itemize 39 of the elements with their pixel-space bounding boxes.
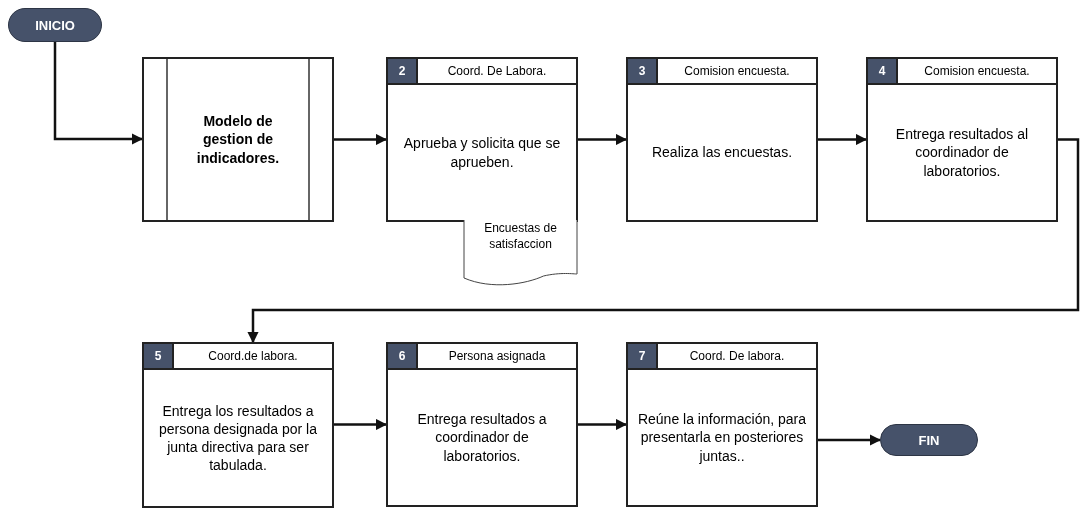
role-header: Persona asignada: [418, 344, 576, 370]
arrow: [334, 133, 388, 146]
step-description: Aprueba y solicita que se aprueben.: [402, 134, 562, 171]
document-shape: [463, 220, 578, 286]
step-description: Reúne la información, para presentarla en posteriores juntas..: [636, 410, 808, 465]
terminal-label: FIN: [918, 432, 940, 448]
terminal-label: INICIO: [35, 17, 75, 33]
subprocess-box: [142, 57, 334, 222]
process-box: [386, 342, 578, 507]
process-box: [626, 342, 818, 507]
process-box: [142, 342, 334, 508]
step-number: 6: [388, 344, 418, 370]
arrow: [578, 133, 628, 146]
arrow: [818, 133, 868, 146]
arrow: [334, 418, 388, 431]
step-number: 2: [388, 59, 418, 85]
start-terminal: [8, 8, 102, 42]
arrow: [578, 418, 628, 431]
step-number: 7: [628, 344, 658, 370]
step-number: 3: [628, 59, 658, 85]
end-terminal: [880, 424, 978, 456]
arrow: [818, 434, 882, 446]
step-description: Entrega los resultados a persona designada por la junta directiva para ser tabulada.: [158, 401, 318, 475]
document-label: Encuestas de satisfaccion: [483, 220, 558, 253]
step-description: Realiza las encuestas.: [651, 143, 793, 162]
subprocess-label: Modelo de gestion de indicadores.: [195, 112, 281, 167]
arrow: [53, 42, 144, 145]
role-header: Comision encuesta.: [658, 59, 816, 85]
role-header: Coord. De Labora.: [418, 59, 576, 85]
process-box: [866, 57, 1058, 222]
step-number: 5: [144, 344, 174, 370]
step-number: 4: [868, 59, 898, 85]
step-description: Entrega resultados a coordinador de laboratorios.: [416, 410, 548, 465]
role-header: Coord.de labora.: [174, 344, 332, 370]
process-box: [626, 57, 818, 222]
step-description: Entrega resultados al coordinador de laboratorios.: [894, 125, 1030, 180]
role-header: Coord. De labora.: [658, 344, 816, 370]
role-header: Comision encuesta.: [898, 59, 1056, 85]
arrow: [247, 138, 1080, 344]
